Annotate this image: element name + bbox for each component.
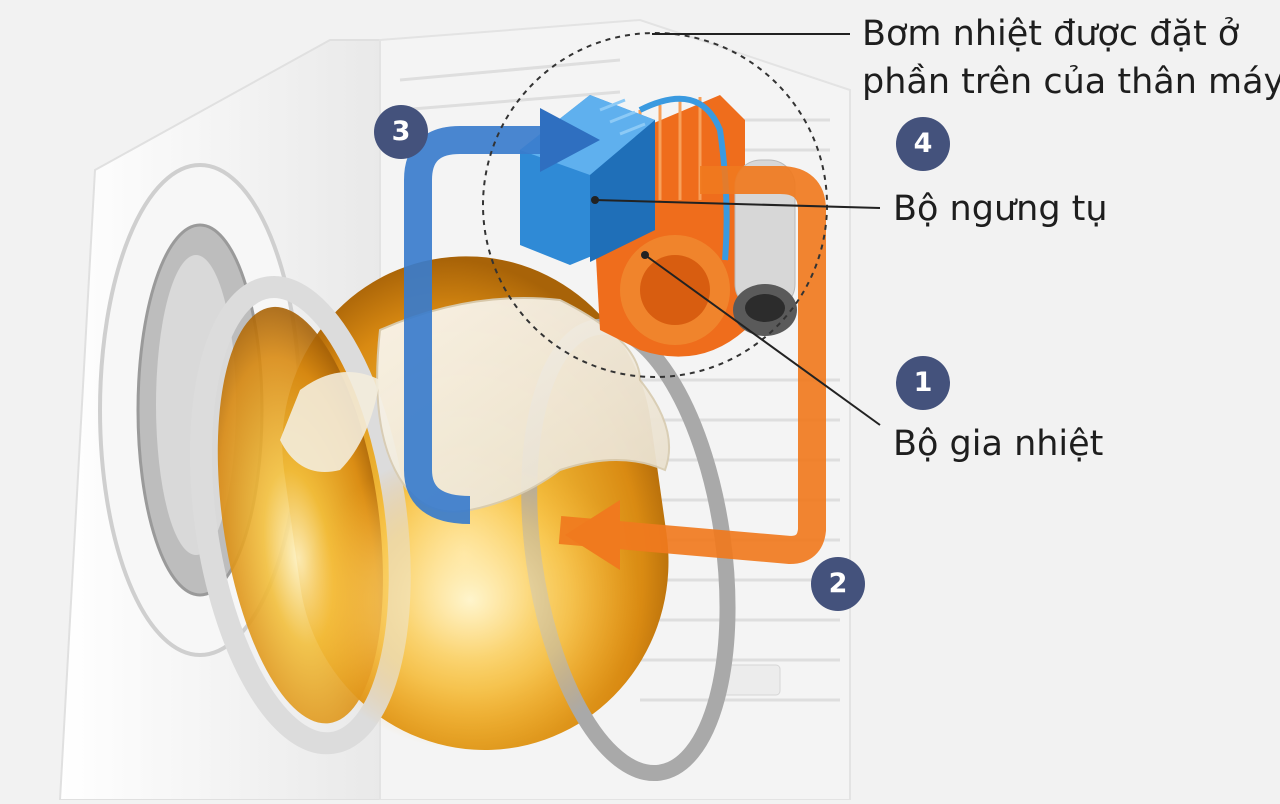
cold-air-arrow-icon: [540, 108, 600, 172]
label-heat-pump-line2: phần trên của thân máy: [862, 62, 1280, 102]
step-badge-2: 2: [811, 557, 865, 611]
air-flow-loop: [404, 126, 826, 564]
leader-heater: [644, 254, 881, 426]
refrigerant-pipe: [638, 95, 730, 261]
label-heater: Bộ gia nhiệt: [893, 424, 1104, 464]
cabinet-ribs: [399, 58, 840, 702]
cold-air-path: [404, 126, 540, 524]
leader-condenser: [594, 199, 881, 209]
compressor: [733, 159, 797, 336]
step-badge-4: 4: [896, 117, 950, 171]
drum-glow: [300, 450, 640, 750]
leader-lines: [594, 33, 881, 426]
step-badge-1: 1: [896, 356, 950, 410]
label-condenser: Bộ ngưng tụ: [893, 189, 1108, 229]
hot-air-path: [558, 166, 826, 564]
hot-air-arrow-icon: [565, 500, 620, 570]
laundry: [376, 297, 671, 513]
label-heat-pump-line1: Bơm nhiệt được đặt ở: [862, 14, 1240, 54]
step-badge-3: 3: [374, 105, 428, 159]
